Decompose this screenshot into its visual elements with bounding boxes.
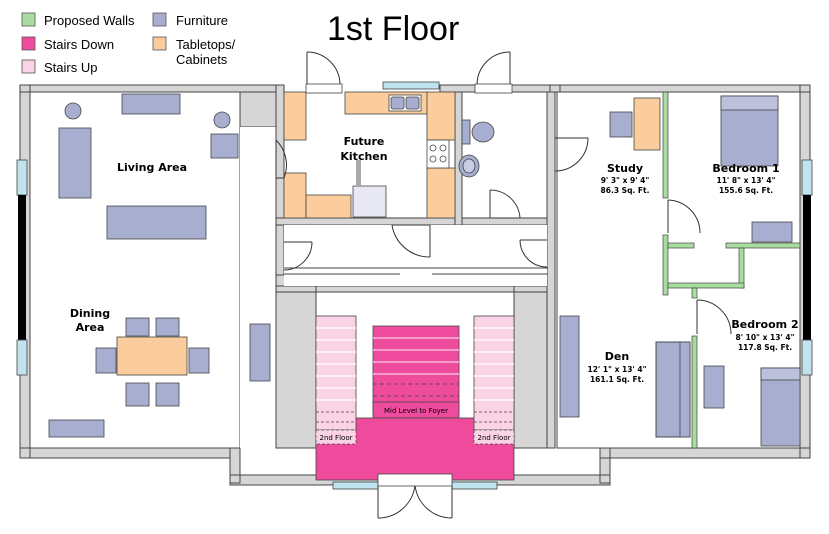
toilet-bowl-icon	[471, 121, 495, 143]
room-area-bedroom-2: 117.8 Sq. Ft.	[738, 343, 792, 352]
furniture	[48, 93, 801, 447]
nightstand-icon	[703, 365, 725, 409]
room-label-den: Den	[605, 350, 629, 363]
lamp-icon	[64, 102, 82, 120]
legend: Proposed Walls Stairs Down Stairs Up Fur…	[21, 12, 236, 75]
room-label-dining-1: Dining	[70, 307, 110, 320]
legend-label-tabletops-1: Tabletops/	[176, 37, 236, 52]
hallway	[284, 225, 547, 286]
kitchen-fixtures	[352, 94, 450, 218]
living-extension	[240, 127, 276, 448]
coffee-table-icon	[106, 205, 207, 240]
refrigerator-icon	[352, 185, 387, 218]
room-dim-den: 12' 1" x 13' 4"	[587, 365, 646, 374]
room-label-study: Study	[607, 162, 643, 175]
bench-icon	[48, 419, 105, 438]
room-area-study: 86.3 Sq. Ft.	[601, 186, 650, 195]
console-icon	[121, 93, 181, 115]
stair-label-2nd-floor-left: 2nd Floor	[320, 434, 353, 442]
page-title: 1st Floor	[327, 10, 459, 48]
room-label-kitchen-2: Kitchen	[340, 150, 387, 163]
doors	[275, 51, 732, 519]
room-label-kitchen-1: Future	[344, 135, 385, 148]
kitchen-wall-left	[275, 84, 285, 276]
stove-icon	[426, 139, 450, 169]
legend-label-proposed-walls: Proposed Walls	[44, 13, 135, 28]
legend-swatch-stairs-down	[21, 36, 36, 51]
room-dim-study: 9' 3" x 9' 4"	[601, 176, 650, 185]
study-chair-icon	[609, 111, 633, 138]
legend-label-tabletops-2: Cabinets	[176, 52, 228, 67]
east-partition-wall	[546, 91, 556, 449]
armchair-icon	[210, 133, 239, 159]
legend-swatch-furniture	[152, 12, 167, 27]
sideboard-icon	[249, 323, 271, 382]
stairs-up-right	[473, 315, 515, 431]
stairs-down-central	[372, 325, 460, 411]
legend-label-furniture: Furniture	[176, 13, 228, 28]
room-area-bedroom-1: 155.6 Sq. Ft.	[719, 186, 773, 195]
stairs-up-left	[315, 315, 357, 431]
stair-label-mid-level: Mid Level to Foyer	[384, 407, 448, 415]
kitchen-wall-bottom	[275, 217, 555, 226]
legend-label-stairs-up: Stairs Up	[44, 60, 97, 75]
stair-label-2nd-floor-right: 2nd Floor	[478, 434, 511, 442]
room-dim-bedroom-1: 11' 8" x 13' 4"	[716, 176, 775, 185]
bath-wall	[454, 91, 463, 226]
room-label-bedroom-2: Bedroom 2	[731, 318, 798, 331]
dresser-1-icon	[751, 221, 793, 243]
legend-swatch-stairs-up	[21, 59, 36, 74]
room-area-den: 161.1 Sq. Ft.	[590, 375, 644, 384]
sofa-icon	[58, 127, 92, 199]
stairs: Mid Level to Foyer 2nd Floor 2nd Flo	[315, 315, 515, 481]
room-labels: Living Area Dining Area Future Kitchen S…	[70, 135, 799, 384]
bathroom-fixtures	[458, 119, 495, 178]
bed-2-icon	[760, 367, 801, 447]
legend-label-stairs-down: Stairs Down	[44, 37, 114, 52]
wall-pier	[239, 91, 281, 128]
room-label-living: Living Area	[117, 161, 187, 174]
room-label-dining-2: Area	[76, 321, 105, 334]
legend-swatch-proposed-walls	[21, 12, 36, 27]
room-label-bedroom-1: Bedroom 1	[712, 162, 779, 175]
proposed-walls	[662, 91, 801, 449]
toilet-tank-icon	[461, 119, 471, 145]
legend-swatch-tabletops	[152, 36, 167, 51]
room-dim-bedroom-2: 8' 10" x 13' 4"	[735, 333, 794, 342]
den-sofa-icon	[559, 315, 580, 418]
